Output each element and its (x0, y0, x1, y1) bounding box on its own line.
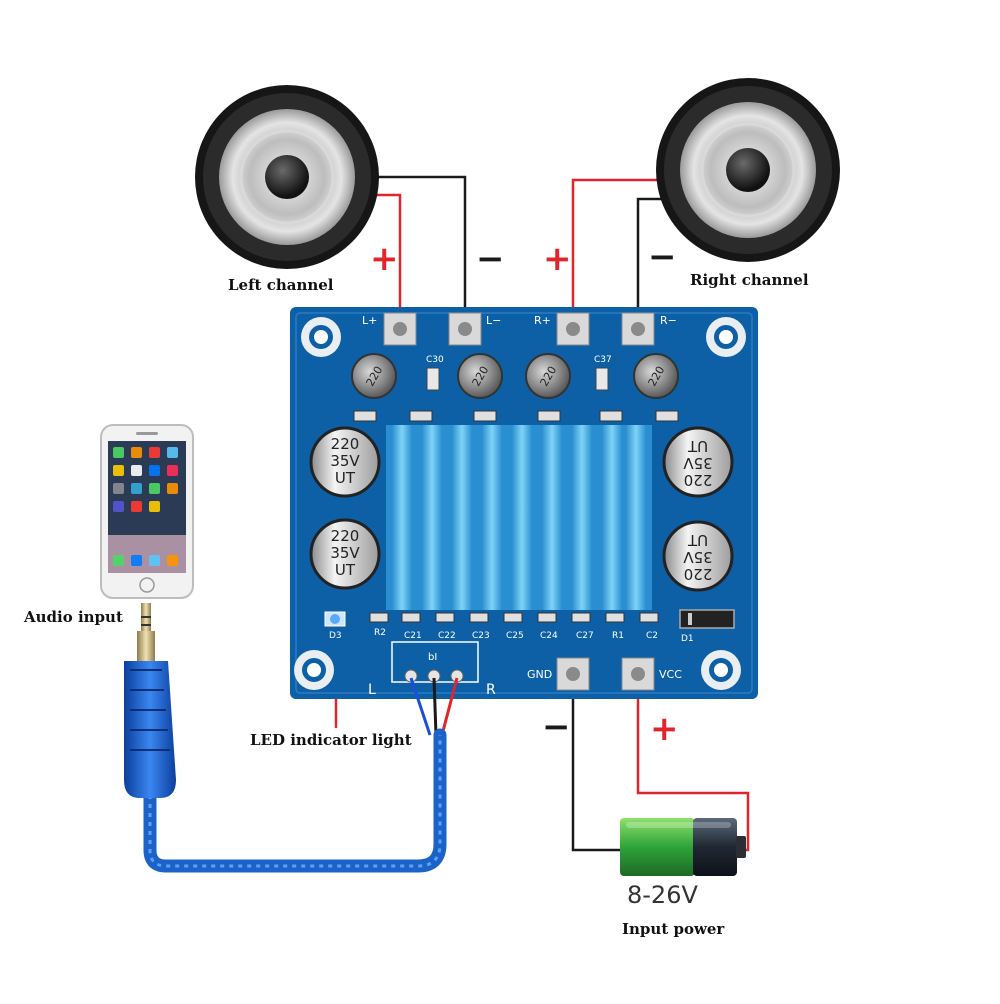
audio-jack-icon (124, 603, 176, 798)
terminal-r-minus-label: R− (660, 314, 677, 327)
terminal-l-plus-label: L+ (362, 314, 377, 327)
amplifier-board: L+ L− R+ R− 220 220 220 220 C30 C37 (290, 307, 758, 699)
left-plus-sign: + (370, 239, 399, 279)
svg-text:C22: C22 (438, 631, 456, 641)
phone-icon (100, 424, 194, 599)
cap-left-top-text: 220 35V UT (330, 435, 360, 487)
smd-row-top (353, 410, 679, 422)
smd-bottom-labels: R2 C21 C22 C23 C25 C24 C27 R1 C2 (374, 628, 658, 641)
right-plus-wire (571, 178, 660, 323)
inductors (351, 353, 679, 399)
svg-text:C24: C24 (540, 631, 558, 641)
input-power-label: Input power (622, 920, 725, 938)
cap-left-bottom-text: 220 35V UT (330, 527, 360, 579)
right-speaker-icon (656, 78, 840, 262)
diode-stripe (688, 613, 692, 625)
left-channel-label: Left channel (228, 276, 334, 294)
svg-text:C21: C21 (404, 631, 422, 641)
left-speaker-icon (195, 85, 379, 269)
speaker-wires (372, 175, 662, 323)
right-minus-wire (636, 197, 662, 323)
svg-text:220: 220 (684, 471, 713, 489)
diode-d1 (679, 609, 735, 629)
left-minus-wire (372, 175, 467, 323)
right-plus-sign: + (543, 239, 572, 279)
cap-c37 (595, 367, 609, 391)
audio-input-label: Audio input (24, 608, 123, 626)
svg-text:C23: C23 (472, 631, 490, 641)
input-l-label: L (368, 682, 376, 698)
diode-d1-label: D1 (681, 634, 694, 644)
cap-c30 (426, 367, 440, 391)
terminal-r-plus-label: R+ (534, 314, 551, 327)
cap-c30-label: C30 (426, 355, 444, 365)
svg-text:R1: R1 (612, 631, 624, 641)
gnd-label: GND (527, 668, 552, 681)
vcc-label: VCC (659, 668, 682, 681)
heatsink (386, 425, 652, 610)
terminal-l-minus-label: L− (486, 314, 501, 327)
vcc-plus-sign: + (650, 709, 679, 749)
svg-text:35V: 35V (330, 452, 360, 470)
battery-voltage: 8-26V (627, 881, 698, 909)
svg-text:35V: 35V (683, 548, 713, 566)
svg-text:UT: UT (335, 561, 356, 579)
battery-icon (620, 818, 746, 876)
svg-text:35V: 35V (683, 454, 713, 472)
vcc-terminal-screw (631, 667, 645, 681)
led-glow (330, 614, 340, 624)
right-minus-sign: − (648, 237, 677, 277)
svg-text:R2: R2 (374, 628, 386, 638)
svg-text:C25: C25 (506, 631, 524, 641)
svg-text:C2: C2 (646, 631, 658, 641)
left-plus-wire (376, 193, 402, 323)
left-minus-sign: − (476, 239, 505, 279)
mounting-holes (294, 317, 746, 690)
svg-text:UT: UT (687, 531, 708, 549)
electrolytic-caps (309, 426, 734, 592)
audio-input-wires (409, 677, 459, 736)
gnd-minus-sign: − (542, 707, 571, 747)
right-channel-label: Right channel (690, 271, 809, 289)
svg-text:UT: UT (335, 469, 356, 487)
gnd-terminal-screw (566, 667, 580, 681)
svg-text:UT: UT (687, 437, 708, 455)
gnd-wire (571, 690, 622, 852)
smd-row-bottom (369, 612, 659, 623)
cap-c37-label: C37 (594, 355, 612, 365)
cap-right-top-text: 220 35V UT (683, 437, 713, 489)
output-terminals (383, 312, 655, 346)
led-d3-label: D3 (329, 631, 342, 641)
led-indicator-label: LED indicator light (250, 731, 412, 749)
svg-text:220: 220 (331, 527, 360, 545)
cap-right-bottom-text: 220 35V UT (683, 531, 713, 583)
audio-cable (143, 728, 447, 873)
svg-text:220: 220 (331, 435, 360, 453)
svg-text:220: 220 (684, 565, 713, 583)
svg-text:C27: C27 (576, 631, 594, 641)
input-r-label: R (486, 682, 496, 698)
gnd-terminal (556, 657, 590, 691)
input-conn-label: bI (428, 652, 437, 663)
svg-text:35V: 35V (330, 544, 360, 562)
